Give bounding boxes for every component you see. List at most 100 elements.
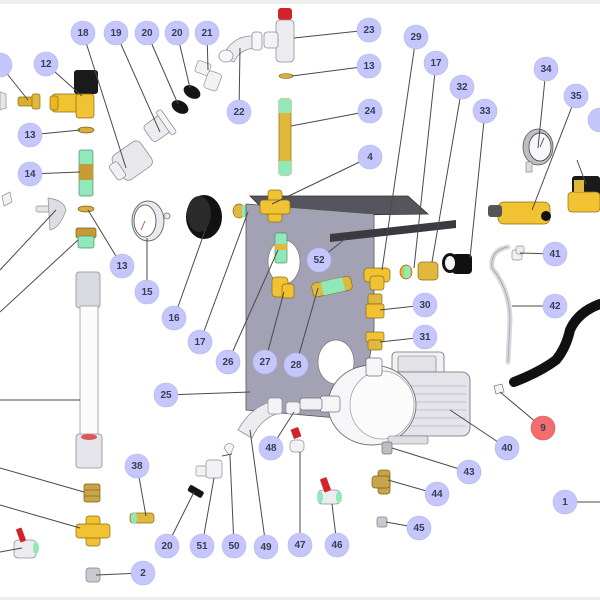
callout-25[interactable]: 25	[153, 382, 179, 408]
callout-35[interactable]: 35	[563, 83, 589, 109]
callout-bubble[interactable]	[252, 349, 278, 375]
callout-19[interactable]: 19	[103, 20, 129, 46]
callout-44[interactable]: 44	[424, 481, 450, 507]
callout-30[interactable]: 30	[412, 292, 438, 318]
callout-bubble[interactable]	[357, 144, 383, 170]
callout-bubble[interactable]	[221, 533, 247, 559]
callout-bubble[interactable]	[324, 532, 350, 558]
callout-21[interactable]: 21	[194, 20, 220, 46]
callout-13[interactable]: 13	[356, 53, 382, 79]
callout-bubble[interactable]	[403, 24, 429, 50]
callout-52[interactable]: 52	[306, 247, 332, 273]
callout-13[interactable]: 13	[17, 122, 43, 148]
callout-1[interactable]: 1	[552, 489, 578, 515]
callout-17[interactable]: 17	[423, 50, 449, 76]
callout-bubble[interactable]	[306, 247, 332, 273]
callout-43[interactable]: 43	[456, 459, 482, 485]
callout-bubble[interactable]	[356, 17, 382, 43]
callout-bubble[interactable]	[130, 560, 156, 586]
leader-line	[291, 65, 370, 77]
callout-33[interactable]: 33	[472, 98, 498, 124]
callout-bubble[interactable]	[153, 382, 179, 408]
callout-23[interactable]: 23	[356, 17, 382, 43]
callout-20[interactable]: 20	[154, 533, 180, 559]
callout-9[interactable]: 9	[530, 415, 556, 441]
callout-51[interactable]: 51	[189, 533, 215, 559]
callout-27[interactable]: 27	[252, 349, 278, 375]
callout-bubble[interactable]	[552, 489, 578, 515]
callout-bubble[interactable]	[449, 74, 475, 100]
callout-bubble[interactable]	[33, 51, 59, 77]
callout-29[interactable]: 29	[403, 24, 429, 50]
callout-bubble[interactable]	[424, 481, 450, 507]
callout-40[interactable]: 40	[494, 435, 520, 461]
callout-47[interactable]: 47	[287, 532, 313, 558]
callout-bubble[interactable]	[154, 533, 180, 559]
callout-bubble[interactable]	[456, 459, 482, 485]
leader-line	[227, 249, 279, 363]
callout-42[interactable]: 42	[542, 293, 568, 319]
callout-bubble[interactable]	[215, 349, 241, 375]
callout-bubble[interactable]	[563, 83, 589, 109]
callout-45[interactable]: 45	[406, 515, 432, 541]
leader-line	[115, 32, 161, 133]
callout-bubble[interactable]	[542, 293, 568, 319]
callout-bubble[interactable]	[533, 56, 559, 82]
plug	[376, 516, 388, 528]
callout-13[interactable]: 13	[109, 253, 135, 279]
callout-bubble[interactable]	[406, 515, 432, 541]
callout-bubble[interactable]	[161, 305, 187, 331]
callout-41[interactable]: 41	[542, 241, 568, 267]
callout-bubble[interactable]	[287, 532, 313, 558]
callout-17[interactable]: 17	[187, 329, 213, 355]
callout-bubble[interactable]	[253, 534, 279, 560]
callout-31[interactable]: 31	[412, 324, 438, 350]
rubber-cap	[186, 195, 222, 239]
callout-bubble[interactable]	[542, 241, 568, 267]
callout-bubble[interactable]	[494, 435, 520, 461]
callout-bubble[interactable]	[258, 435, 284, 461]
callout-bubble[interactable]	[124, 453, 150, 479]
callout-26[interactable]: 26	[215, 349, 241, 375]
callout-14[interactable]: 14	[17, 161, 43, 187]
leader-line	[290, 110, 371, 127]
callout-bubble[interactable]	[357, 98, 383, 124]
callout-bubble[interactable]	[530, 415, 556, 441]
callout-20[interactable]: 20	[164, 20, 190, 46]
callout-20[interactable]: 20	[134, 20, 160, 46]
callout-bubble[interactable]	[70, 20, 96, 46]
callout-50[interactable]: 50	[221, 533, 247, 559]
callout-bubble[interactable]	[109, 253, 135, 279]
callout-24[interactable]: 24	[357, 98, 383, 124]
callout-bubble[interactable]	[134, 279, 160, 305]
callout-bubble[interactable]	[164, 20, 190, 46]
callout-bubble[interactable]	[17, 122, 43, 148]
callout-bubble[interactable]	[134, 20, 160, 46]
callout-46[interactable]: 46	[324, 532, 350, 558]
callout-32[interactable]: 32	[449, 74, 475, 100]
callout-bubble[interactable]	[283, 352, 309, 378]
callout-bubble[interactable]	[412, 292, 438, 318]
callout-bubble[interactable]	[187, 329, 213, 355]
callout-2[interactable]: 2	[130, 560, 156, 586]
callout-15[interactable]: 15	[134, 279, 160, 305]
callout-22[interactable]: 22	[226, 99, 252, 125]
callout-bubble[interactable]	[356, 53, 382, 79]
callout-bubble[interactable]	[189, 533, 215, 559]
callout-bubble[interactable]	[472, 98, 498, 124]
callout-48[interactable]: 48	[258, 435, 284, 461]
callout-28[interactable]: 28	[283, 352, 309, 378]
callout-16[interactable]: 16	[161, 305, 187, 331]
callout-38[interactable]: 38	[124, 453, 150, 479]
callout-bubble[interactable]	[226, 99, 252, 125]
callout-34[interactable]: 34	[533, 56, 559, 82]
callout-4[interactable]: 4	[357, 144, 383, 170]
callout-bubble[interactable]	[17, 161, 43, 187]
callout-bubble[interactable]	[103, 20, 129, 46]
callout-bubble[interactable]	[194, 20, 220, 46]
callout-bubble[interactable]	[412, 324, 438, 350]
callout-18[interactable]: 18	[70, 20, 96, 46]
callout-49[interactable]: 49	[253, 534, 279, 560]
callout-12[interactable]: 12	[33, 51, 59, 77]
callout-bubble[interactable]	[423, 50, 449, 76]
